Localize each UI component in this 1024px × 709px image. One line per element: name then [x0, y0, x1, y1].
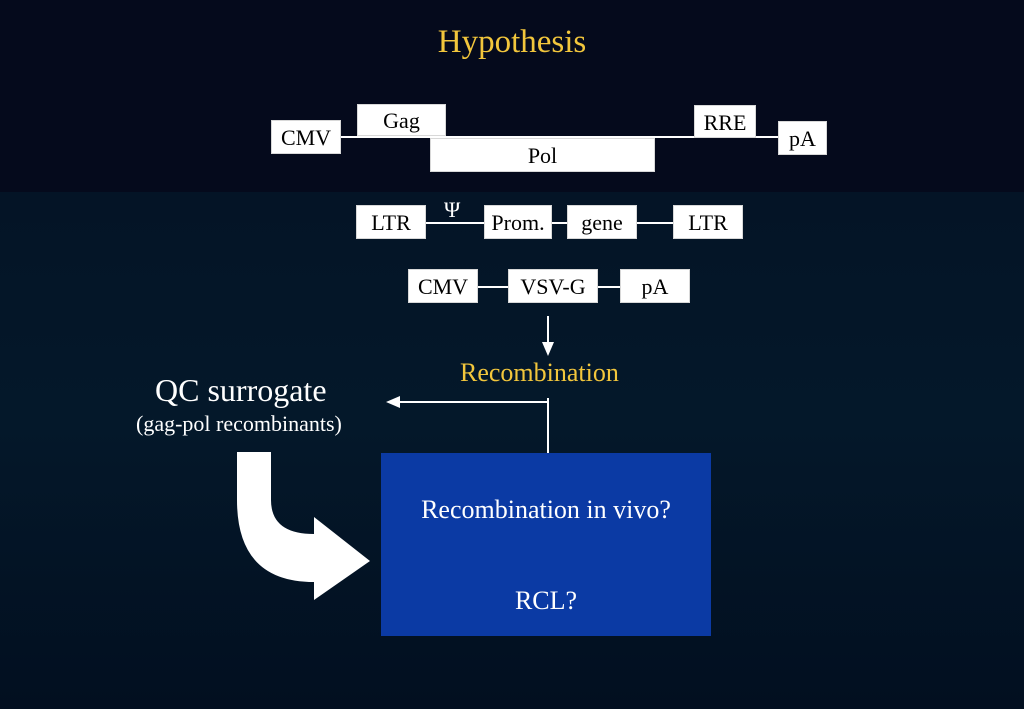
recombination-label: Recombination — [460, 358, 619, 387]
down-arrow-1-head — [542, 342, 554, 356]
pa-box-1: pA — [778, 121, 827, 155]
cmv-box-1: CMV — [271, 120, 341, 154]
recombination-in-vivo-text: Recombination in vivo? — [421, 495, 671, 524]
ltr-right-box: LTR — [673, 205, 743, 239]
qc-surrogate-title: QC surrogate — [155, 372, 327, 408]
construct3-line-1 — [477, 286, 509, 288]
rre-box: RRE — [694, 105, 756, 138]
pol-box: Pol — [430, 138, 655, 172]
construct2-line-2 — [551, 222, 569, 224]
vsvg-box: VSV-G — [508, 269, 598, 303]
construct1-backbone-line — [340, 136, 695, 138]
pa-box-2: pA — [620, 269, 690, 303]
rcl-text: RCL? — [514, 586, 578, 615]
slide-title: Hypothesis — [437, 24, 587, 60]
cmv-box-2: CMV — [408, 269, 478, 303]
psi-symbol: Ψ — [444, 197, 461, 222]
promoter-box: Prom. — [484, 205, 552, 239]
gag-box: Gag — [357, 104, 446, 136]
curved-big-arrow — [237, 452, 370, 600]
construct3-line-2 — [597, 286, 621, 288]
qc-surrogate-subtitle: (gag-pol recombinants) — [136, 411, 342, 436]
gene-box: gene — [567, 205, 637, 239]
construct2-line-1 — [425, 222, 485, 224]
ltr-left-box: LTR — [356, 205, 426, 239]
in-vivo-box — [381, 453, 711, 636]
construct2-line-3 — [636, 222, 674, 224]
construct1-rre-pa-line — [755, 136, 780, 138]
left-arrow-head — [386, 396, 400, 408]
